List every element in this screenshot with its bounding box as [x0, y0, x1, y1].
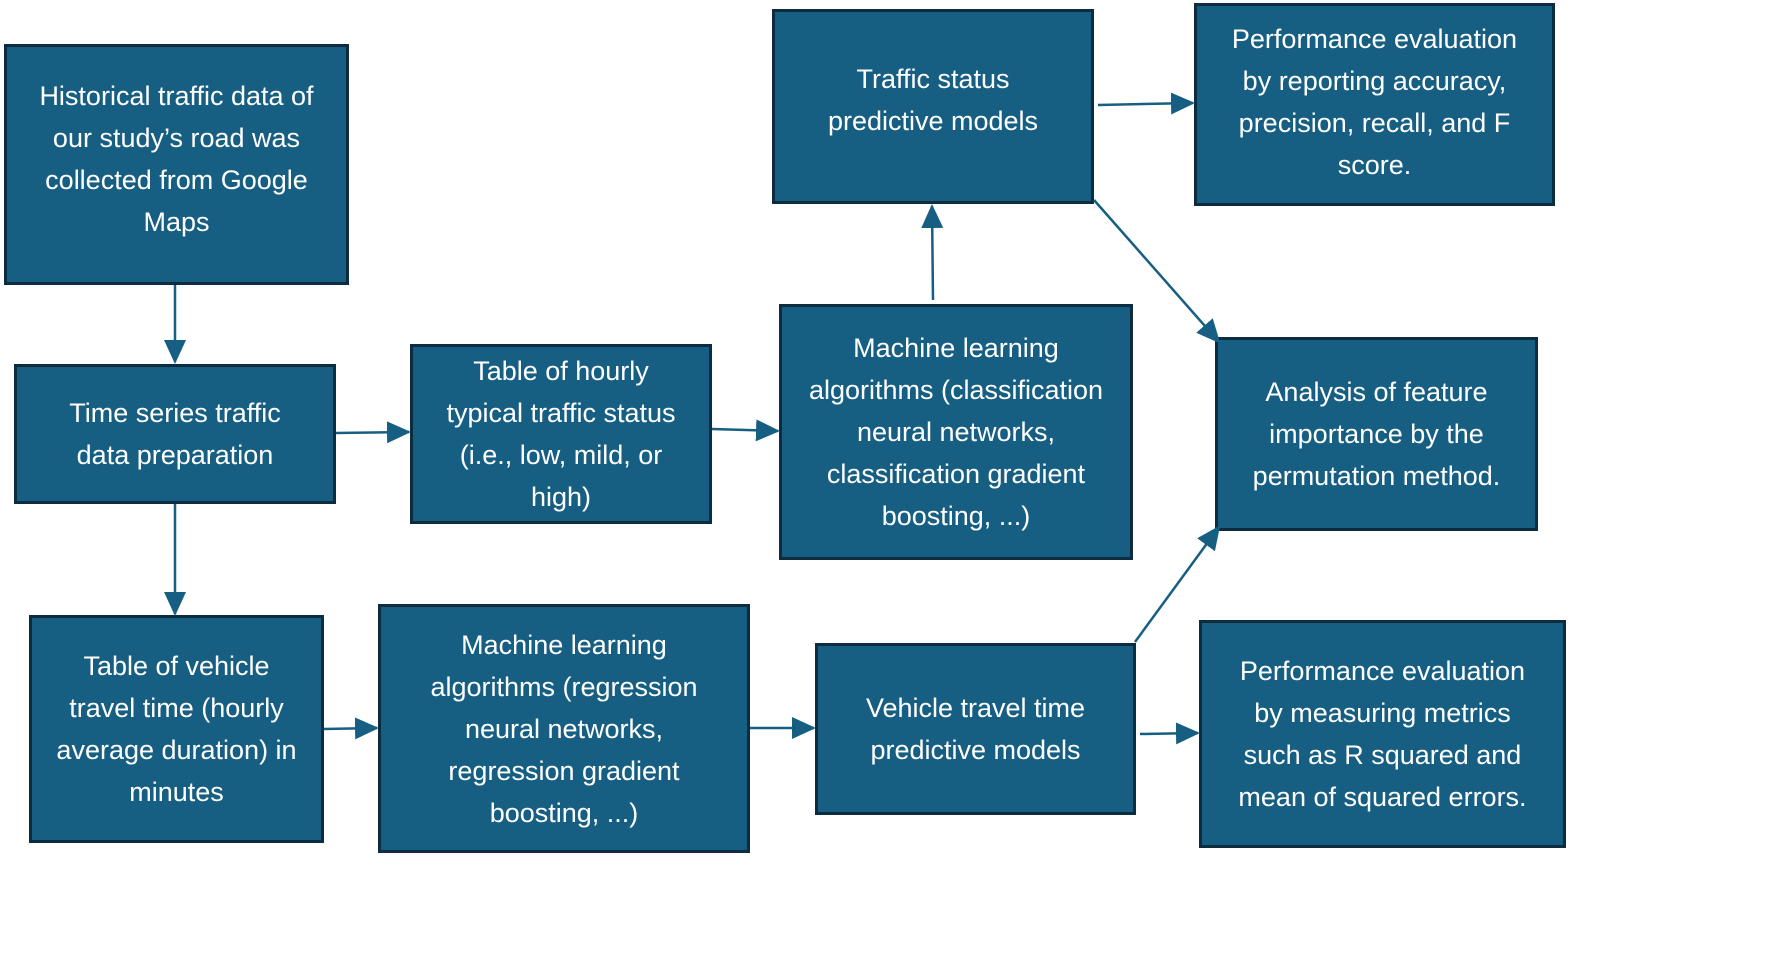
- arrow-hourly-to-mlclass: [711, 419, 780, 442]
- node-traffic-status-models-label: Traffic status predictive models: [827, 64, 1039, 136]
- node-perf-eval-regression-label: Performance evaluation by measuring metr…: [1238, 656, 1527, 812]
- arrow-status-to-perf-class: [1097, 92, 1195, 115]
- node-hourly-status-table-label: Table of hourly typical traffic status (…: [446, 356, 676, 512]
- node-time-series-prep-label: Time series traffic data preparation: [69, 398, 281, 470]
- arrow-prep-to-hourly: [335, 421, 411, 444]
- node-time-series-prep: Time series traffic data preparation: [14, 364, 336, 504]
- node-perf-eval-classification-label: Performance evaluation by reporting accu…: [1231, 24, 1518, 180]
- node-feature-importance: Analysis of feature importance by the pe…: [1215, 337, 1538, 531]
- node-feature-importance-label: Analysis of feature importance by the pe…: [1252, 377, 1501, 491]
- node-travel-time-table-label: Table of vehicle travel time (hourly ave…: [56, 651, 297, 807]
- node-ml-classification: Machine learning algorithms (classificat…: [779, 304, 1133, 560]
- node-travel-time-models: Vehicle travel time predictive models: [815, 643, 1136, 815]
- node-traffic-status-models: Traffic status predictive models: [772, 9, 1094, 204]
- node-ml-classification-label: Machine learning algorithms (classificat…: [808, 333, 1104, 531]
- node-perf-eval-classification: Performance evaluation by reporting accu…: [1194, 3, 1555, 206]
- arrow-travel-models-to-perf-reg: [1139, 722, 1200, 745]
- arrow-mlclass-to-status-models: [921, 204, 944, 301]
- arrow-travel-table-to-mlreg: [323, 717, 379, 740]
- node-hourly-status-table: Table of hourly typical traffic status (…: [410, 344, 712, 524]
- node-travel-time-table: Table of vehicle travel time (hourly ave…: [29, 615, 324, 843]
- node-historical-data-label: Historical traffic data of our study’s r…: [39, 81, 314, 237]
- node-historical-data: Historical traffic data of our study’s r…: [4, 44, 349, 285]
- node-ml-regression: Machine learning algorithms (regression …: [378, 604, 750, 853]
- node-ml-regression-label: Machine learning algorithms (regression …: [430, 629, 698, 828]
- node-travel-time-models-label: Vehicle travel time predictive models: [865, 693, 1086, 765]
- node-perf-eval-regression: Performance evaluation by measuring metr…: [1199, 620, 1566, 848]
